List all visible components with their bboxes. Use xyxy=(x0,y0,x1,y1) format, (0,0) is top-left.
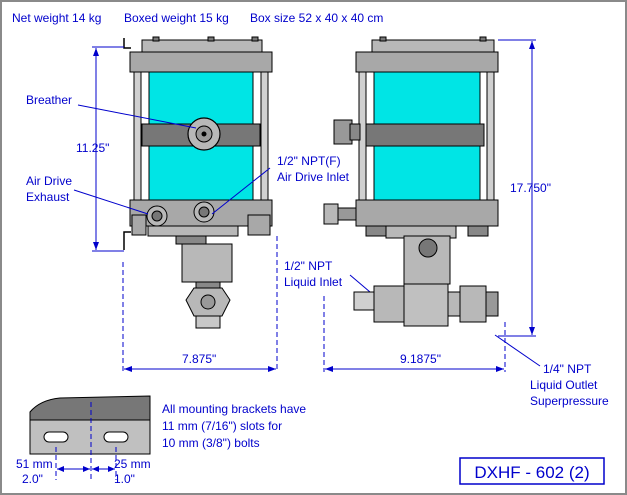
air-drive-inlet-label-1: 1/2" NPT(F) xyxy=(277,154,341,168)
side-width-dim: 9.1875" xyxy=(400,352,441,366)
side-dimensions xyxy=(323,39,536,372)
pump-body xyxy=(181,243,233,283)
bracket-detail xyxy=(29,395,151,480)
front-height-dim: 11.25" xyxy=(76,141,109,155)
bracket-note-line1: All mounting brackets have xyxy=(162,402,306,416)
box-size: Box size 52 x 40 x 40 cm xyxy=(250,11,383,25)
model-box xyxy=(459,457,605,485)
air-drive-inlet-label-2: Air Drive Inlet xyxy=(277,170,350,184)
side-height-dim: 17.750" xyxy=(510,181,551,195)
leader-lines xyxy=(73,104,541,367)
bracket-note-line3: 10 mm (3/8") bolts xyxy=(162,436,260,450)
liquid-outlet-label-3: Superpressure xyxy=(530,394,609,408)
breather-label: Breather xyxy=(26,93,72,107)
front-view xyxy=(123,36,273,329)
liquid-outlet-label-1: 1/4" NPT xyxy=(543,362,592,376)
side-view xyxy=(323,36,499,327)
bracket-left-in: 2.0" xyxy=(22,472,43,486)
bracket-right-in: 1.0" xyxy=(114,472,135,486)
liquid-inlet-label-1: 1/2" NPT xyxy=(284,259,333,273)
bracket-note-line2: 11 mm (7/16") slots for xyxy=(162,419,282,433)
boxed-weight: Boxed weight 15 kg xyxy=(124,11,229,25)
air-drive-exhaust-label-2: Exhaust xyxy=(26,190,70,204)
front-dimensions xyxy=(92,46,278,372)
net-weight: Net weight 14 kg xyxy=(12,11,101,25)
air-drive-exhaust-label-1: Air Drive xyxy=(26,174,72,188)
bracket-left-mm: 51 mm xyxy=(16,457,53,471)
front-width-dim: 7.875" xyxy=(182,352,216,366)
liquid-outlet-label-2: Liquid Outlet xyxy=(530,378,598,392)
liquid-inlet-label-2: Liquid Inlet xyxy=(284,275,343,289)
bracket-right-mm: 25 mm xyxy=(114,457,151,471)
model-label: DXHF - 602 (2) xyxy=(474,463,589,482)
